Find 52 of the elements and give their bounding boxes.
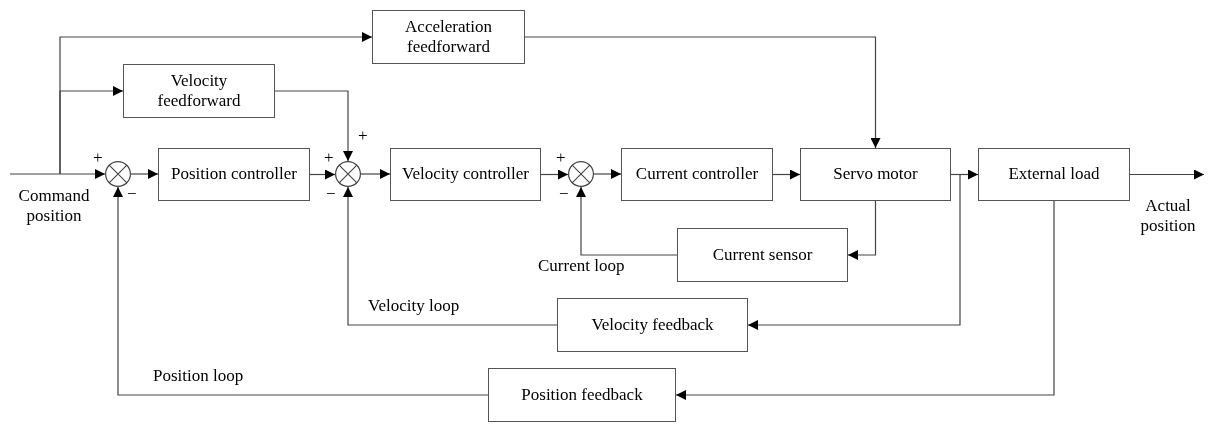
arrow: [772, 169, 801, 180]
summing-junction: [335, 161, 361, 187]
arrow: [675, 200, 1055, 400]
block-label: Position feedback: [520, 384, 644, 406]
block-box: [557, 298, 748, 352]
block-box: [390, 148, 541, 201]
arrow: [274, 90, 353, 162]
sign-label: +: [93, 148, 104, 168]
arrow: [540, 169, 569, 180]
block-box: [978, 148, 1130, 201]
block-box: [800, 148, 951, 201]
sign-label: −: [559, 184, 570, 204]
sign-label: +: [556, 148, 567, 168]
arrow: [59, 32, 373, 175]
block-label: Servo motor: [832, 164, 919, 185]
loop-label: Current loop: [538, 256, 626, 276]
loop-label: Command position: [17, 186, 91, 226]
summing-junction: [568, 161, 594, 187]
block-label: Velocity feedforward: [156, 70, 242, 112]
block-label: Current controller: [634, 164, 760, 185]
block-label: Velocity controller: [401, 164, 530, 185]
arrow: [593, 169, 622, 179]
block-label: External load: [1007, 164, 1101, 185]
arrow: [1129, 169, 1205, 180]
sign-label: +: [324, 148, 335, 168]
loop-label: Actual position: [1139, 196, 1197, 236]
sign-label: +: [358, 126, 369, 146]
arrow: [576, 186, 678, 256]
arrow: [747, 173, 961, 330]
arrow: [360, 169, 391, 179]
block-box: [621, 148, 773, 201]
sign-label: −: [127, 184, 138, 204]
arrow: [9, 169, 106, 179]
arrow: [847, 200, 877, 260]
block-box: [488, 368, 676, 422]
block-label: Acceleration feedforward: [404, 16, 493, 58]
arrow: [113, 186, 489, 396]
block-label: Position controller: [169, 164, 299, 185]
summing-junction: [105, 161, 131, 187]
block-label: Velocity feedback: [590, 314, 715, 336]
block-box: [123, 64, 275, 118]
block-box: [677, 228, 848, 282]
sign-label: −: [326, 184, 337, 204]
block-box: [158, 148, 310, 201]
arrow: [309, 169, 336, 180]
arrow: [343, 186, 558, 326]
loop-label: Velocity loop: [368, 296, 461, 316]
arrow: [524, 36, 881, 149]
loop-label: Position loop: [153, 366, 245, 386]
block-label: Current sensor: [711, 244, 814, 266]
block-box: [372, 10, 525, 64]
arrow: [130, 169, 159, 179]
